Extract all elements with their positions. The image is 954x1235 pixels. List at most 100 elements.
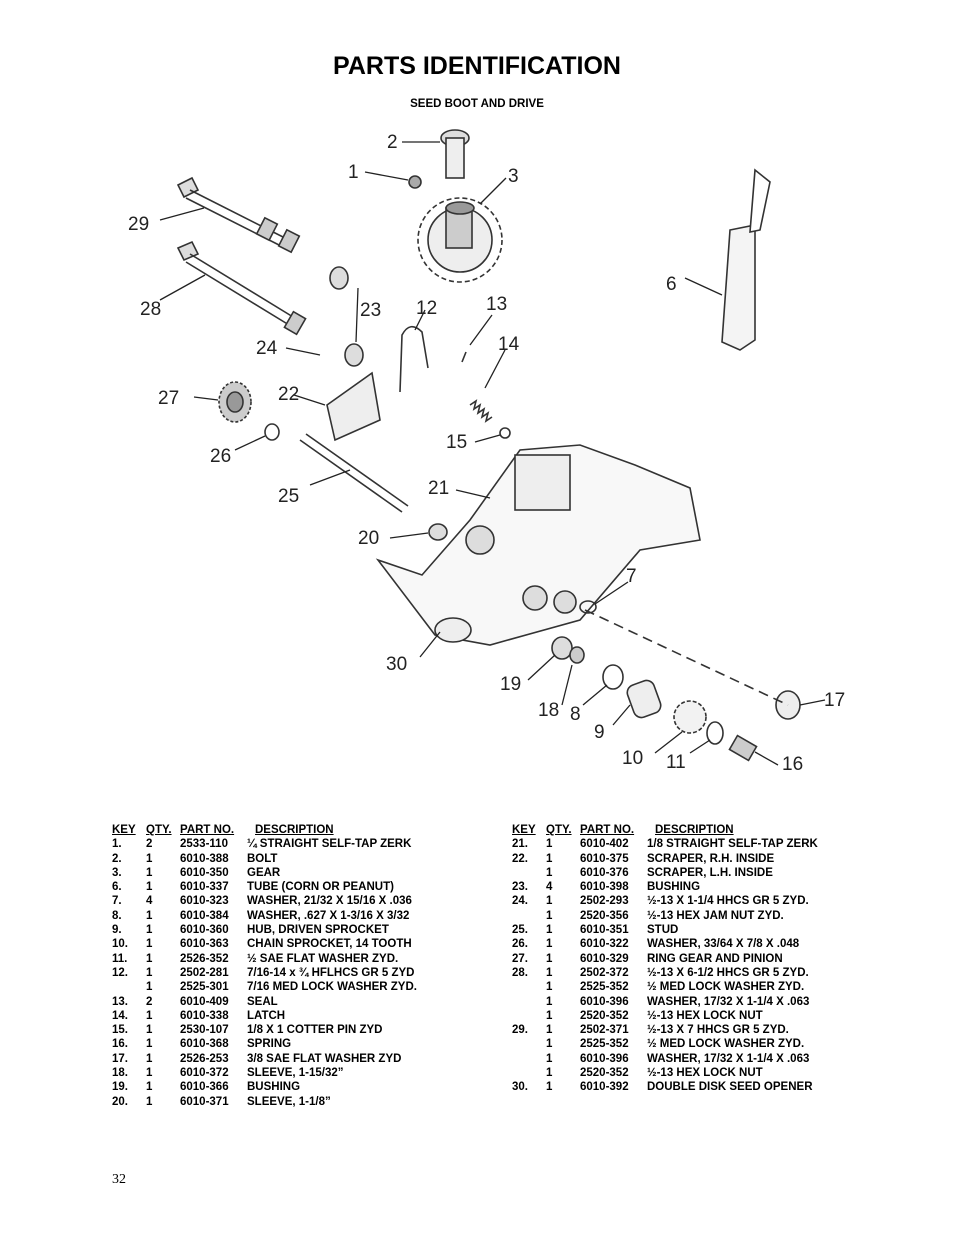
row-qty: 4 bbox=[146, 895, 153, 908]
row-part-no: 6010-360 bbox=[180, 924, 229, 937]
row-qty: 1 bbox=[546, 866, 553, 879]
row-description: WASHER, 33/64 X 7/8 X .048 bbox=[647, 938, 800, 951]
row-qty: 1 bbox=[546, 852, 553, 865]
callout-14: 12 bbox=[416, 298, 437, 319]
page-number: 32 bbox=[112, 1172, 126, 1187]
callout-7: 7 bbox=[626, 566, 637, 587]
callout-30: 30 bbox=[386, 654, 407, 675]
row-key: 26. bbox=[512, 938, 528, 951]
row-part-no: 2525-352 bbox=[580, 981, 629, 994]
row-description: ½-13 HEX LOCK NUT bbox=[647, 1009, 763, 1022]
callout-21: 21 bbox=[428, 478, 449, 499]
header-description: DESCRIPTION bbox=[655, 824, 734, 836]
row-part-no: 6010-350 bbox=[180, 866, 229, 879]
row-qty: 4 bbox=[546, 881, 553, 894]
row-description: SPRING bbox=[247, 1038, 292, 1051]
callout-8: 8 bbox=[570, 704, 581, 725]
row-part-no: 6010-409 bbox=[180, 995, 229, 1008]
row-part-no: 6010-376 bbox=[580, 866, 629, 879]
row-qty: 1 bbox=[546, 1024, 553, 1037]
row-qty: 1 bbox=[146, 1024, 153, 1037]
row-description: WASHER, 21/32 X 15/16 X .036 bbox=[247, 895, 412, 908]
callout-10: 10 bbox=[622, 748, 643, 769]
row-key: 10. bbox=[112, 938, 128, 951]
row-key: 2. bbox=[112, 852, 122, 865]
row-description: GEAR bbox=[247, 866, 281, 879]
row-part-no: 2526-253 bbox=[180, 1052, 229, 1065]
row-part-no: 6010-396 bbox=[580, 995, 629, 1008]
row-part-no: 6010-329 bbox=[580, 952, 629, 965]
callout-19: 19 bbox=[500, 674, 521, 695]
row-description: 1/8 STRAIGHT SELF-TAP ZERK bbox=[647, 838, 818, 851]
callout-17: 15 bbox=[446, 432, 467, 453]
row-part-no: 6010-388 bbox=[180, 852, 229, 865]
row-qty: 1 bbox=[146, 1081, 153, 1094]
exploded-parts-diagram: 2 1 3 6 29 28 23 12 13 14 24 22 27 15 26… bbox=[128, 129, 845, 775]
row-description: ½ MED LOCK WASHER ZYD. bbox=[647, 1038, 805, 1051]
callout-18: 18 bbox=[538, 700, 559, 721]
row-key: 1. bbox=[112, 838, 122, 851]
row-key: 16. bbox=[112, 1038, 128, 1051]
row-description: WASHER, 17/32 X 1-1/4 X .063 bbox=[647, 995, 810, 1008]
row-key: 23. bbox=[512, 881, 528, 894]
row-key: 19. bbox=[112, 1081, 128, 1094]
row-description: ½-13 HEX JAM NUT ZYD. bbox=[647, 909, 784, 922]
row-key: 22. bbox=[512, 852, 528, 865]
row-qty: 2 bbox=[146, 995, 153, 1008]
row-qty: 1 bbox=[146, 981, 153, 994]
callout-27: 27 bbox=[158, 388, 179, 409]
row-key: 11. bbox=[112, 952, 128, 965]
callout-28: 28 bbox=[140, 299, 161, 320]
row-part-no: 2520-352 bbox=[580, 1067, 629, 1080]
row-qty: 1 bbox=[146, 938, 153, 951]
callout-20: 20 bbox=[358, 528, 379, 549]
callout-3: 3 bbox=[508, 166, 519, 187]
row-key: 28. bbox=[512, 966, 528, 979]
row-description: HUB, DRIVEN SPROCKET bbox=[247, 924, 389, 937]
row-description: 7/16-14 x ¾ HFLHCS GR 5 ZYD bbox=[247, 966, 415, 979]
row-key: 7. bbox=[112, 895, 122, 908]
row-description: BUSHING bbox=[647, 881, 701, 894]
row-part-no: 2530-107 bbox=[180, 1024, 229, 1037]
row-description: 7/16 MED LOCK WASHER ZYD. bbox=[247, 981, 417, 994]
row-part-no: 6010-372 bbox=[180, 1067, 229, 1080]
part-gear-3 bbox=[417, 197, 503, 283]
row-qty: 1 bbox=[146, 924, 153, 937]
callout-16: 14 bbox=[498, 334, 520, 355]
row-qty: 1 bbox=[546, 1052, 553, 1065]
row-key: 24. bbox=[512, 895, 528, 908]
row-part-no: 6010-371 bbox=[180, 1095, 229, 1108]
row-part-no: 6010-337 bbox=[180, 881, 229, 894]
row-description: WASHER, .627 X 1-3/16 X 3/32 bbox=[247, 909, 410, 922]
row-qty: 1 bbox=[146, 852, 153, 865]
row-description: ½ MED LOCK WASHER ZYD. bbox=[647, 981, 805, 994]
row-part-no: 6010-338 bbox=[180, 1009, 229, 1022]
row-description: LATCH bbox=[247, 1009, 286, 1022]
callout-29: 29 bbox=[128, 214, 149, 235]
diagram-callouts: 2 1 3 6 29 28 23 12 13 14 24 22 27 15 26… bbox=[128, 132, 845, 775]
row-qty: 1 bbox=[146, 952, 153, 965]
row-part-no: 6010-375 bbox=[580, 852, 629, 865]
callout-11: 11 bbox=[666, 752, 686, 773]
row-description: SLEEVE, 1-15/32” bbox=[247, 1067, 344, 1080]
row-key: 18. bbox=[112, 1067, 128, 1080]
part-bolt-29 bbox=[176, 176, 301, 254]
row-qty: 1 bbox=[546, 924, 553, 937]
row-key: 20. bbox=[112, 1095, 128, 1108]
row-part-no: 6010-363 bbox=[180, 938, 229, 951]
row-description: SCRAPER, R.H. INSIDE bbox=[647, 852, 775, 865]
row-key: 13. bbox=[112, 995, 128, 1008]
header-part-no: PART NO. bbox=[580, 824, 635, 836]
row-qty: 1 bbox=[546, 1081, 553, 1094]
row-description: 3/8 SAE FLAT WASHER ZYD bbox=[247, 1052, 402, 1065]
row-qty: 1 bbox=[546, 1038, 553, 1051]
row-description: ½-13 X 6-1/2 HHCS GR 5 ZYD. bbox=[647, 966, 809, 979]
row-qty: 1 bbox=[146, 1067, 153, 1080]
row-key: 21. bbox=[512, 838, 528, 851]
row-qty: 1 bbox=[546, 938, 553, 951]
row-description: ¼ STRAIGHT SELF-TAP ZERK bbox=[247, 838, 412, 851]
callout-24: 24 bbox=[256, 338, 278, 359]
row-part-no: 6010-322 bbox=[580, 938, 629, 951]
row-part-no: 2502-371 bbox=[580, 1024, 629, 1037]
row-part-no: 6010-323 bbox=[180, 895, 229, 908]
